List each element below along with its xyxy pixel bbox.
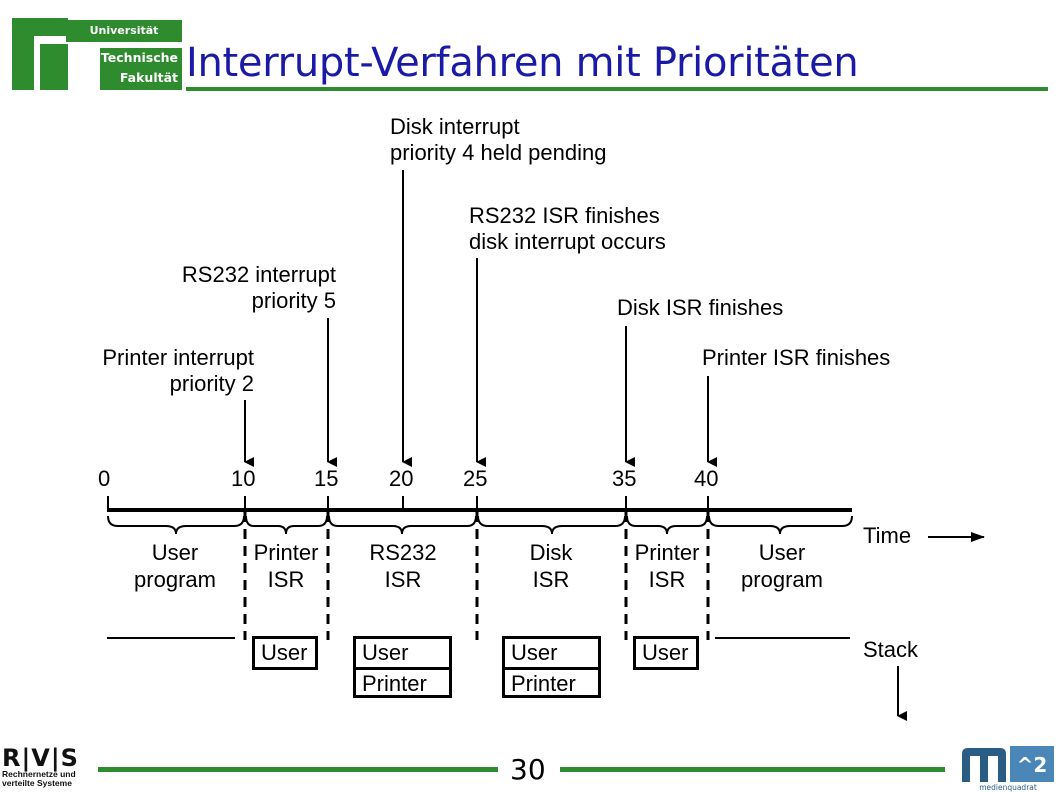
segment-line: RS232: [369, 540, 437, 565]
segment-line: Printer: [253, 540, 319, 565]
rvs-subtitle: Rechnernetze und verteilte Systeme: [2, 770, 76, 788]
segment-dividers: [243, 512, 710, 640]
stack-entry: User: [362, 640, 409, 665]
annotation-disk-finishes: Disk ISR finishes: [617, 295, 784, 320]
segment-line: program: [741, 567, 823, 592]
footer-rule-right: [560, 767, 945, 772]
annotation-line: priority 5: [251, 288, 336, 313]
stack-label: Stack: [863, 637, 919, 662]
rvs-logo: R|V|S: [2, 744, 79, 772]
segment-label: User program: [727, 539, 837, 593]
segment-line: User: [758, 540, 806, 565]
stack-entry: User: [261, 640, 308, 665]
university-logo-shapes: [12, 18, 68, 90]
segment-label: User program: [120, 539, 230, 593]
annotation-line: Disk interrupt: [390, 114, 520, 139]
stack-box: User Printer: [353, 636, 452, 698]
segment-line: ISR: [267, 567, 305, 592]
segment-label: Disk ISR: [496, 539, 606, 593]
faculty-line-1: Technische: [100, 50, 178, 65]
svg-text:^2: ^2: [1017, 753, 1048, 777]
annotation-line: priority 4 held pending: [390, 140, 607, 165]
tick-label: 10: [231, 466, 256, 491]
segment-line: ISR: [532, 567, 570, 592]
annotation-printer-interrupt: Printer interrupt priority 2: [72, 345, 254, 397]
segment-braces: [107, 515, 853, 535]
annotation-line: Printer interrupt: [102, 345, 254, 370]
annotation-disk-interrupt: Disk interrupt priority 4 held pending: [390, 114, 606, 166]
segment-line: Disk: [529, 540, 573, 565]
stack-box: User: [252, 636, 318, 670]
stack-box: User Printer: [502, 636, 601, 698]
segment-label: Printer ISR: [231, 539, 341, 593]
page-number: 30: [510, 753, 546, 786]
stack-entry: Printer: [505, 667, 598, 698]
stack-box: User: [633, 636, 699, 670]
annotation-line: disk interrupt occurs: [469, 229, 666, 254]
stack-entry: User: [511, 640, 558, 665]
annotation-line: RS232 ISR finishes: [469, 203, 660, 228]
segment-line: program: [134, 567, 216, 592]
annotation-rs232-finishes: RS232 ISR finishes disk interrupt occurs: [469, 203, 666, 255]
tick-label: 40: [694, 466, 719, 491]
segment-line: Printer: [634, 540, 700, 565]
m2-subtitle: medienquadrat: [979, 783, 1037, 792]
annotation-line: RS232 interrupt: [181, 262, 336, 287]
segment-label: Printer ISR: [612, 539, 722, 593]
tick-label: 0: [98, 466, 111, 491]
title-rule: [186, 87, 1048, 91]
faculty-name: Technische Fakultät: [100, 48, 182, 90]
tick-label: 20: [389, 466, 414, 491]
annotation-rs232-interrupt: RS232 interrupt priority 5: [150, 262, 336, 314]
tick-label: 15: [314, 466, 339, 491]
segment-line: ISR: [648, 567, 686, 592]
time-label: Time: [863, 523, 912, 548]
tick-label: 25: [463, 466, 488, 491]
stack-entry: User: [642, 640, 689, 665]
annotation-printer-finishes: Printer ISR finishes: [702, 345, 891, 370]
segment-line: User: [151, 540, 199, 565]
slide-title: Interrupt-Verfahren mit Prioritäten: [186, 40, 859, 86]
segment-label: RS232 ISR: [348, 539, 458, 593]
tick-label: 35: [612, 466, 637, 491]
faculty-line-2: Fakultät: [119, 70, 178, 85]
rvs-subtitle-line: verteilte Systeme: [2, 778, 72, 788]
annotation-line: priority 2: [169, 371, 254, 396]
rvs-subtitle-line: Rechnernetze und: [2, 769, 76, 779]
medienquadrat-logo: ^2 medienquadrat: [962, 746, 1054, 792]
axis-ticks: [107, 496, 709, 510]
segment-line: ISR: [384, 567, 422, 592]
stack-entry: Printer: [356, 667, 449, 698]
footer-rule-left: [98, 767, 498, 772]
